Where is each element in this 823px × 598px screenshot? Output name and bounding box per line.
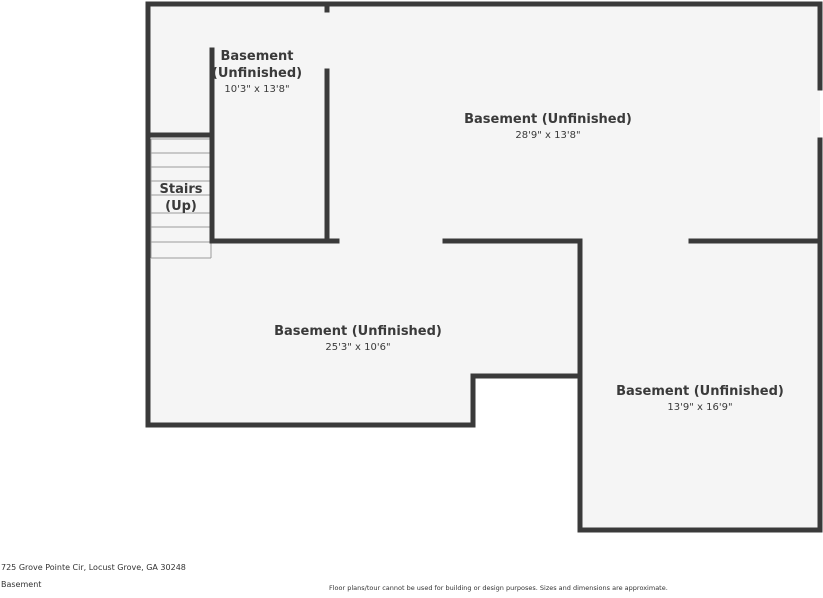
room-bottom-left-name: Basement (Unfinished) [274, 324, 442, 339]
floor-area [148, 4, 820, 530]
footer-disclaimer: Floor plans/tour cannot be used for buil… [329, 584, 668, 592]
room-top-right-name: Basement (Unfinished) [464, 112, 632, 127]
room-bottom-right-name: Basement (Unfinished) [616, 384, 784, 399]
room-small-name-line2: (Unfinished) [212, 66, 302, 81]
walls [145, 1, 823, 533]
room-small-dims: 10'3" x 13'8" [224, 84, 289, 95]
room-top-right-dims: 28'9" x 13'8" [515, 130, 580, 141]
room-bottom-left-dims: 25'3" x 10'6" [325, 342, 390, 353]
room-small-name-line1: Basement [220, 49, 293, 64]
footer-address: 725 Grove Pointe Cir, Locust Grove, GA 3… [1, 563, 186, 572]
footer-floor-label: Basement [1, 580, 42, 589]
stairs-name-line1: Stairs [160, 182, 203, 197]
stairs-name-line2: (Up) [165, 199, 197, 214]
room-bottom-right-dims: 13'9" x 16'9" [667, 402, 732, 413]
